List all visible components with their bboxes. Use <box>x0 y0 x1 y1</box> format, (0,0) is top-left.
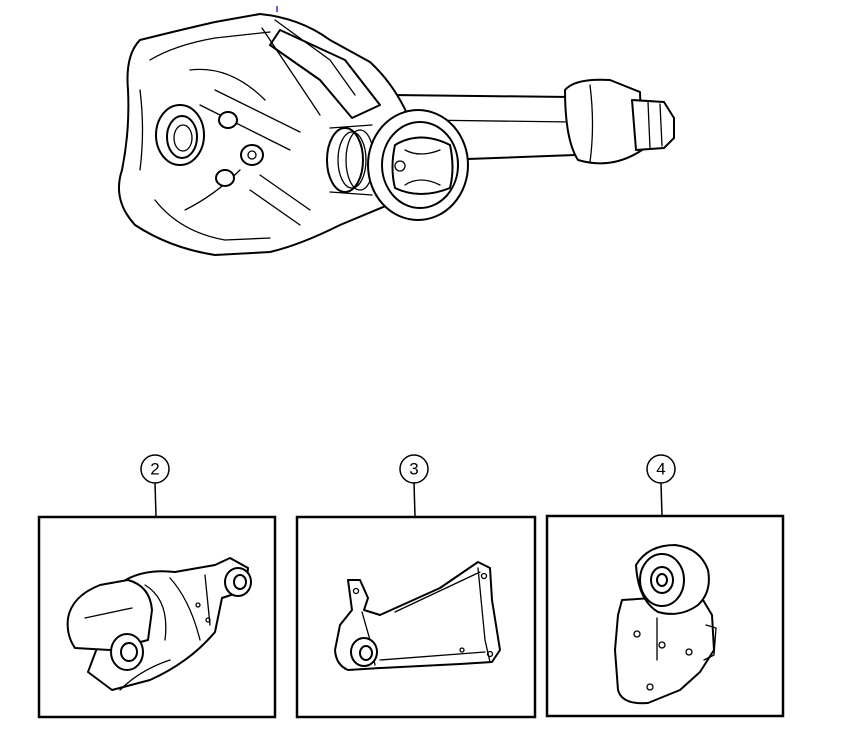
callout-4: 4 <box>646 454 676 517</box>
axle-mount-bracket-3 <box>334 561 501 671</box>
leader-line <box>660 482 663 517</box>
callout-3: 3 <box>399 454 429 517</box>
callout-number: 2 <box>150 460 159 479</box>
part-box-2 <box>37 515 277 719</box>
front-axle-differential-assembly <box>118 6 675 256</box>
part-box-3 <box>295 515 537 719</box>
leader-line <box>154 482 157 517</box>
axle-mount-bracket-2 <box>66 557 252 691</box>
callout-number: 4 <box>656 460 665 479</box>
callout-2: 2 <box>140 454 170 517</box>
callout-number: 3 <box>409 460 418 479</box>
leader-line <box>413 482 416 517</box>
part-box-4 <box>545 514 785 718</box>
axle-mount-bracket-4 <box>614 544 717 705</box>
